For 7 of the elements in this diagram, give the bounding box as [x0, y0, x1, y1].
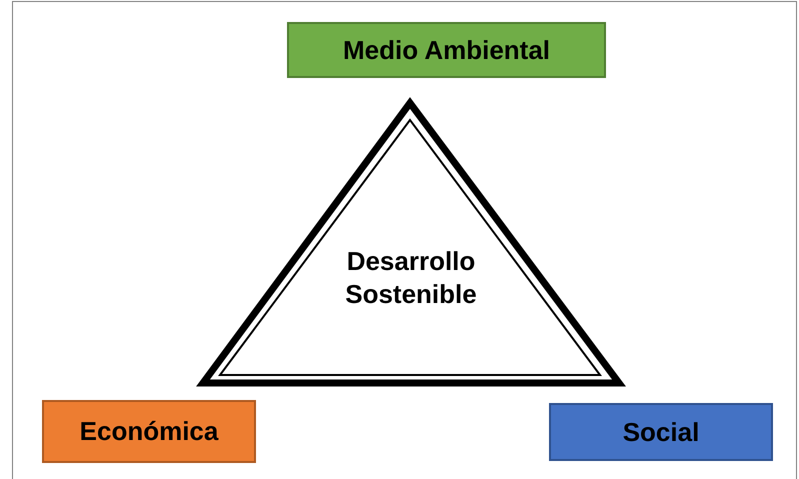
- category-box: [42, 400, 256, 463]
- category-label: Medio Ambiental: [342, 34, 550, 66]
- center-label: Desarrollo Sostenible: [344, 245, 478, 310]
- category-label: Social: [622, 416, 700, 448]
- category-box: [287, 22, 606, 78]
- category-box: [549, 403, 773, 461]
- category-label: Económica: [80, 415, 218, 448]
